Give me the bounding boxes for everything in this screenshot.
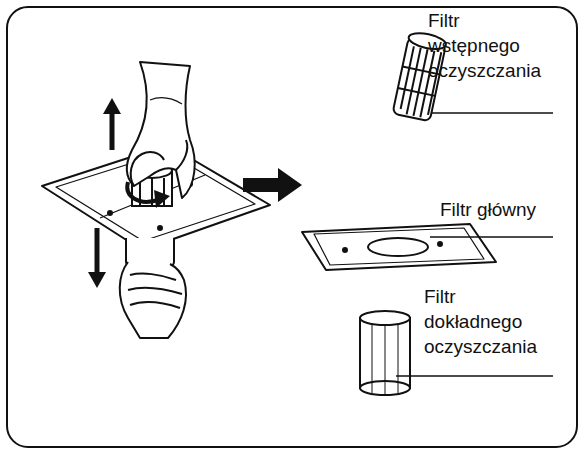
direction-arrows-shape: [88, 272, 106, 288]
upper-hand-shape: [150, 98, 182, 104]
pre-filter-part-shape: [398, 88, 435, 96]
rotation-arrow: [127, 182, 170, 208]
lower-hand-shape: [130, 302, 180, 308]
fine-filter-part-shape: [360, 311, 410, 325]
leader-lines-shape: [430, 236, 553, 238]
upper-hand-shape: [127, 62, 195, 198]
result-arrow-shape: [278, 168, 302, 202]
fine-filter-part: [360, 311, 410, 395]
upper-hand-shape: [131, 152, 164, 186]
main-filter-part-shape: [302, 224, 496, 270]
part-label: Filtr główny: [440, 197, 536, 222]
result-arrow-shape: [243, 178, 281, 192]
leader-lines: [396, 113, 553, 376]
main-filter-in-hands-shape: [158, 226, 162, 230]
lower-hand-shape: [173, 238, 175, 262]
part-label: Filtr dokładnego oczyszczania: [424, 284, 546, 359]
main-filter-part-shape: [314, 228, 484, 265]
leader-lines-shape: [396, 375, 553, 377]
pre-filter-part-shape: [401, 46, 414, 109]
fine-filter-part-shape: [385, 325, 386, 395]
pre-filter-part-shape: [407, 48, 421, 115]
leader-lines-shape: [432, 112, 553, 114]
main-filter-in-hands-shape: [108, 211, 112, 215]
main-filter-part-shape: [343, 248, 347, 252]
rotation-arrow-shape: [154, 190, 170, 208]
direction-arrows-shape: [95, 228, 100, 274]
direction-arrows-shape: [103, 98, 121, 114]
lower-hand-shape: [128, 288, 182, 294]
lower-hand-shape: [126, 238, 174, 262]
rotation-arrow-shape: [127, 182, 158, 202]
result-arrow: [243, 168, 302, 202]
part-label: Filtr wstępnego oczyszczania: [428, 8, 550, 83]
direction-arrows-shape: [110, 112, 115, 150]
main-filter-part-shape: [368, 238, 428, 256]
lower-hand-shape: [125, 238, 127, 262]
direction-arrows: [88, 98, 121, 288]
fine-filter-part-shape: [372, 324, 373, 393]
upper-hand: [127, 62, 195, 198]
pre-filter-part-shape: [413, 49, 427, 116]
main-filter-part: [302, 224, 496, 270]
fine-filter-part-shape: [398, 324, 399, 393]
main-filter-part-shape: [438, 242, 442, 246]
lower-hand-shape: [130, 274, 176, 280]
upper-hand-shape: [176, 140, 187, 170]
lower-hand-shape: [120, 262, 186, 338]
lower-hand: [120, 238, 186, 338]
